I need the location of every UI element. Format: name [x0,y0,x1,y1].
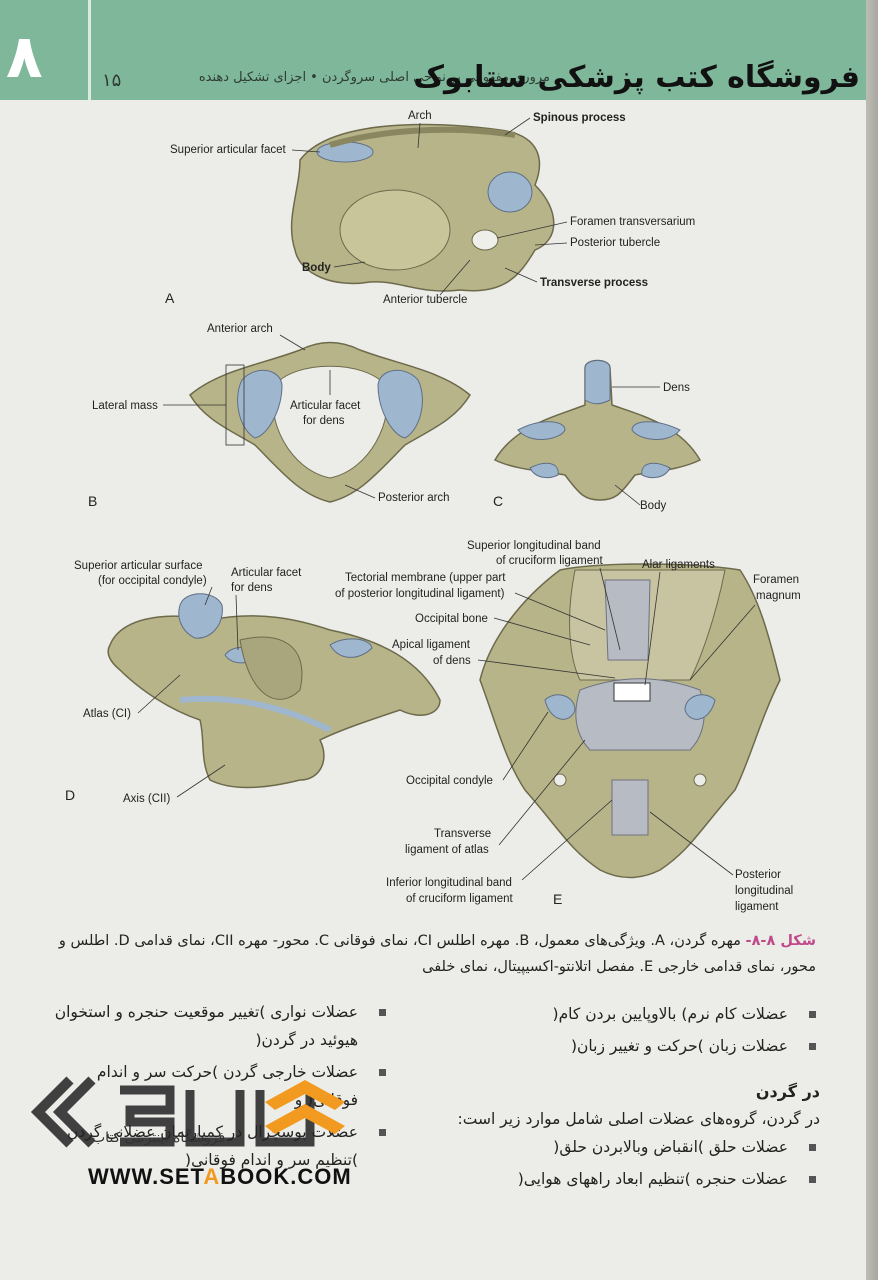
panel-b-drawing [189,341,471,503]
bullet-square-icon [809,1011,816,1018]
label-occipital-condyle: Occipital condyle [406,775,493,787]
setabook-logo-icon [30,1076,345,1148]
figure-caption: شکل ۸-۸- مهره گردن، A. ویژگی‌های معمول، … [50,928,816,980]
page-edge [866,0,878,1280]
panel-label-e: E [553,891,562,907]
label-superior-longitudinal-band-2: of cruciform ligament [496,555,604,567]
label-foramen-magnum-2: magnum [756,590,801,602]
panel-c-drawing [493,359,702,501]
label-apical-ligament-1: Apical ligament [392,639,471,651]
label-lateral-mass: Lateral mass [92,400,158,412]
label-posterior-longitudinal-3: ligament [735,901,779,913]
label-atlas: Atlas (CI) [83,708,131,720]
panel-e-drawing [479,563,781,879]
bullet-square-icon [379,1009,386,1016]
label-spinous-process: Spinous process [533,112,626,124]
label-body-c: Body [640,500,666,512]
bullet-square-icon [379,1069,386,1076]
panel-d-drawing [107,593,441,789]
label-posterior-tubercle: Posterior tubercle [570,237,660,249]
label-superior-longitudinal-band-1: Superior longitudinal band [467,540,601,552]
label-articular-facet-dens-b-1: Articular facet [290,400,361,412]
label-anterior-arch: Anterior arch [207,323,273,335]
label-inferior-longitudinal-band-1: Inferior longitudinal band [386,877,512,889]
bullet-square-icon [809,1144,816,1151]
label-alar-ligaments: Alar ligaments [642,559,715,571]
panel-label-c: C [493,493,503,509]
watermark-url: WWW.SETABOOK.COM [88,1164,352,1189]
label-transverse-process: Transverse process [540,277,648,289]
store-title: فروشگاه کتب پزشکی ستابوک [413,60,860,95]
label-dens: Dens [663,382,690,394]
caption-text: مهره گردن، A. ویژگی‌های معمول، B. مهره ا… [58,933,816,975]
label-posterior-longitudinal-2: longitudinal [735,885,793,897]
bullet-square-icon [809,1176,816,1183]
header-divider [88,0,91,100]
label-foramen-transversarium: Foramen transversarium [570,216,695,228]
label-posterior-longitudinal-1: Posterior [735,869,781,881]
watermark-subtitle: فروشگاه اینترنتی کتاب [92,1130,226,1146]
panel-a-drawing [290,123,555,292]
label-articular-facet-dens-d-1: Articular facet [231,567,302,579]
label-articular-facet-dens-b-2: for dens [303,415,345,427]
label-foramen-magnum-1: Foramen [753,574,799,586]
label-superior-articular-surface-2: (for occipital condyle) [98,575,207,587]
list-item: عضلات حلق )انقباض وبالابردن حلق( [450,1133,820,1161]
bullet-square-icon [809,1043,816,1050]
label-axis: Axis (CII) [123,793,170,805]
label-arch: Arch [408,110,432,122]
figure-number: شکل ۸-۸- [745,933,816,949]
section-bullet-list: عضلات حلق )انقباض وبالابردن حلق( عضلات ح… [450,1133,820,1193]
list-item: عضلات زبان )حرکت و تغییر زبان( [450,1032,820,1060]
label-body-a: Body [302,262,331,274]
label-articular-facet-dens-d-2: for dens [231,582,273,594]
label-tectorial-membrane-1: Tectorial membrane (upper part [345,572,506,584]
chapter-header: ۸ ۱۵ مروری مفهومی بر نواحی اصلی سروگردن … [0,0,866,100]
label-transverse-ligament-1: Transverse [434,828,491,840]
running-head: مروری مفهومی بر نواحی اصلی سروگردن • اجز… [198,70,550,85]
right-bullet-list: عضلات کام نرم) بالاوپایین بردن کام( عضلا… [450,1000,820,1060]
bullet-square-icon [379,1129,386,1136]
label-inferior-longitudinal-band-2: of cruciform ligament [406,893,514,905]
label-occipital-bone: Occipital bone [415,613,488,625]
label-posterior-arch: Posterior arch [378,492,450,504]
list-item: عضلات نواری )تغییر موقعیت حنجره و استخوا… [45,998,390,1054]
chapter-number: ۸ [6,22,43,92]
list-item: عضلات کام نرم) بالاوپایین بردن کام( [450,1000,820,1028]
page-number: ۱۵ [102,70,122,91]
section-intro: در گردن، گروه‌های عضلات اصلی شامل موارد … [457,1110,820,1128]
panel-label-b: B [88,493,97,509]
panel-label-d: D [65,787,75,803]
left-bullet-list: عضلات نواری )تغییر موقعیت حنجره و استخوا… [45,998,390,1174]
section-title: در گردن [755,1082,820,1101]
left-column: عضلات نواری )تغییر موقعیت حنجره و استخوا… [45,998,390,1178]
panel-label-a: A [165,290,175,306]
label-superior-articular-facet: Superior articular facet [170,144,286,156]
label-tectorial-membrane-2: of posterior longitudinal ligament) [335,588,505,600]
list-item: عضلات حنجره )تنظیم ابعاد راههای هوایی( [450,1165,820,1193]
vertebrae-figure: Arch Spinous process Superior articular … [65,110,801,913]
label-apical-ligament-2: of dens [433,655,471,667]
label-superior-articular-surface-1: Superior articular surface [74,560,202,572]
right-column: عضلات کام نرم) بالاوپایین بردن کام( عضلا… [450,1000,820,1197]
label-anterior-tubercle: Anterior tubercle [383,294,467,306]
label-transverse-ligament-2: ligament of atlas [405,844,489,856]
